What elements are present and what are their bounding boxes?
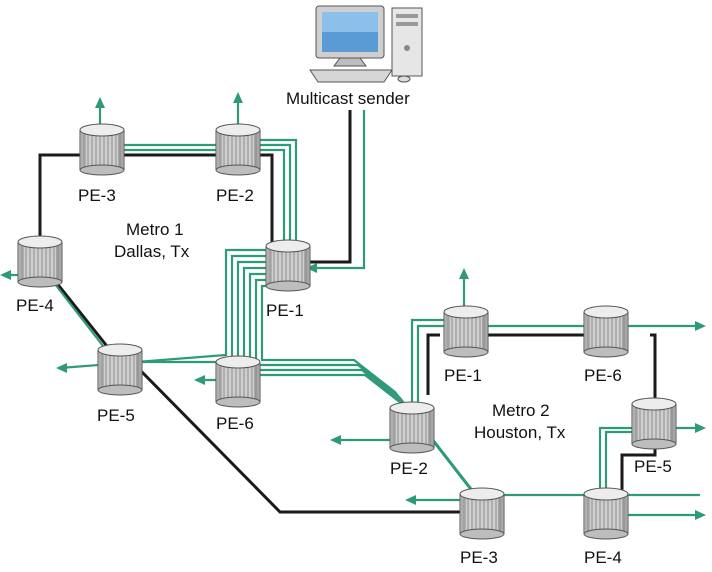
m1-router-pe3-icon[interactable]: [79, 123, 125, 176]
m1-router-pe4-icon[interactable]: [17, 235, 63, 288]
m2-pe5-label: PE-5: [634, 457, 672, 476]
m2-pe2-label: PE-2: [390, 459, 428, 478]
m1-pe6-label: PE-6: [216, 414, 254, 433]
physical-links: [38, 110, 657, 514]
metro1-name: Metro 1: [126, 220, 184, 239]
m2-router-pe6-icon[interactable]: [583, 305, 629, 358]
m2-pe4-label: PE-4: [584, 548, 622, 567]
arrow-heads: [0, 92, 706, 520]
m2-router-pe2-icon[interactable]: [389, 401, 435, 454]
computer-icon: [309, 5, 423, 83]
m2-pe1-label: PE-1: [444, 366, 482, 385]
m2-router-pe4-icon[interactable]: [583, 487, 629, 540]
metro2-name: Metro 2: [492, 401, 550, 420]
m1-pe5-label: PE-5: [97, 406, 135, 425]
m1-pe1-label: PE-1: [266, 301, 304, 320]
m2-pe6-label: PE-6: [584, 366, 622, 385]
m1-router-pe2-icon[interactable]: [215, 123, 261, 176]
m1-router-pe5-icon[interactable]: [97, 343, 143, 396]
m2-router-pe3-icon[interactable]: [459, 487, 505, 540]
m2-router-pe5-icon[interactable]: [631, 397, 677, 450]
m1-router-pe1-icon[interactable]: [265, 239, 311, 292]
m2-pe3-label: PE-3: [460, 548, 498, 567]
m2-router-pe1-icon[interactable]: [443, 305, 489, 358]
m1-pe2-label: PE-2: [216, 186, 254, 205]
sender-label: Multicast sender: [286, 89, 410, 108]
metro2-location: Houston, Tx: [474, 423, 566, 442]
m1-router-pe6-icon[interactable]: [215, 355, 261, 408]
metro1-location: Dallas, Tx: [114, 242, 190, 261]
m1-pe4-label: PE-4: [16, 296, 54, 315]
m1-pe3-label: PE-3: [78, 186, 116, 205]
